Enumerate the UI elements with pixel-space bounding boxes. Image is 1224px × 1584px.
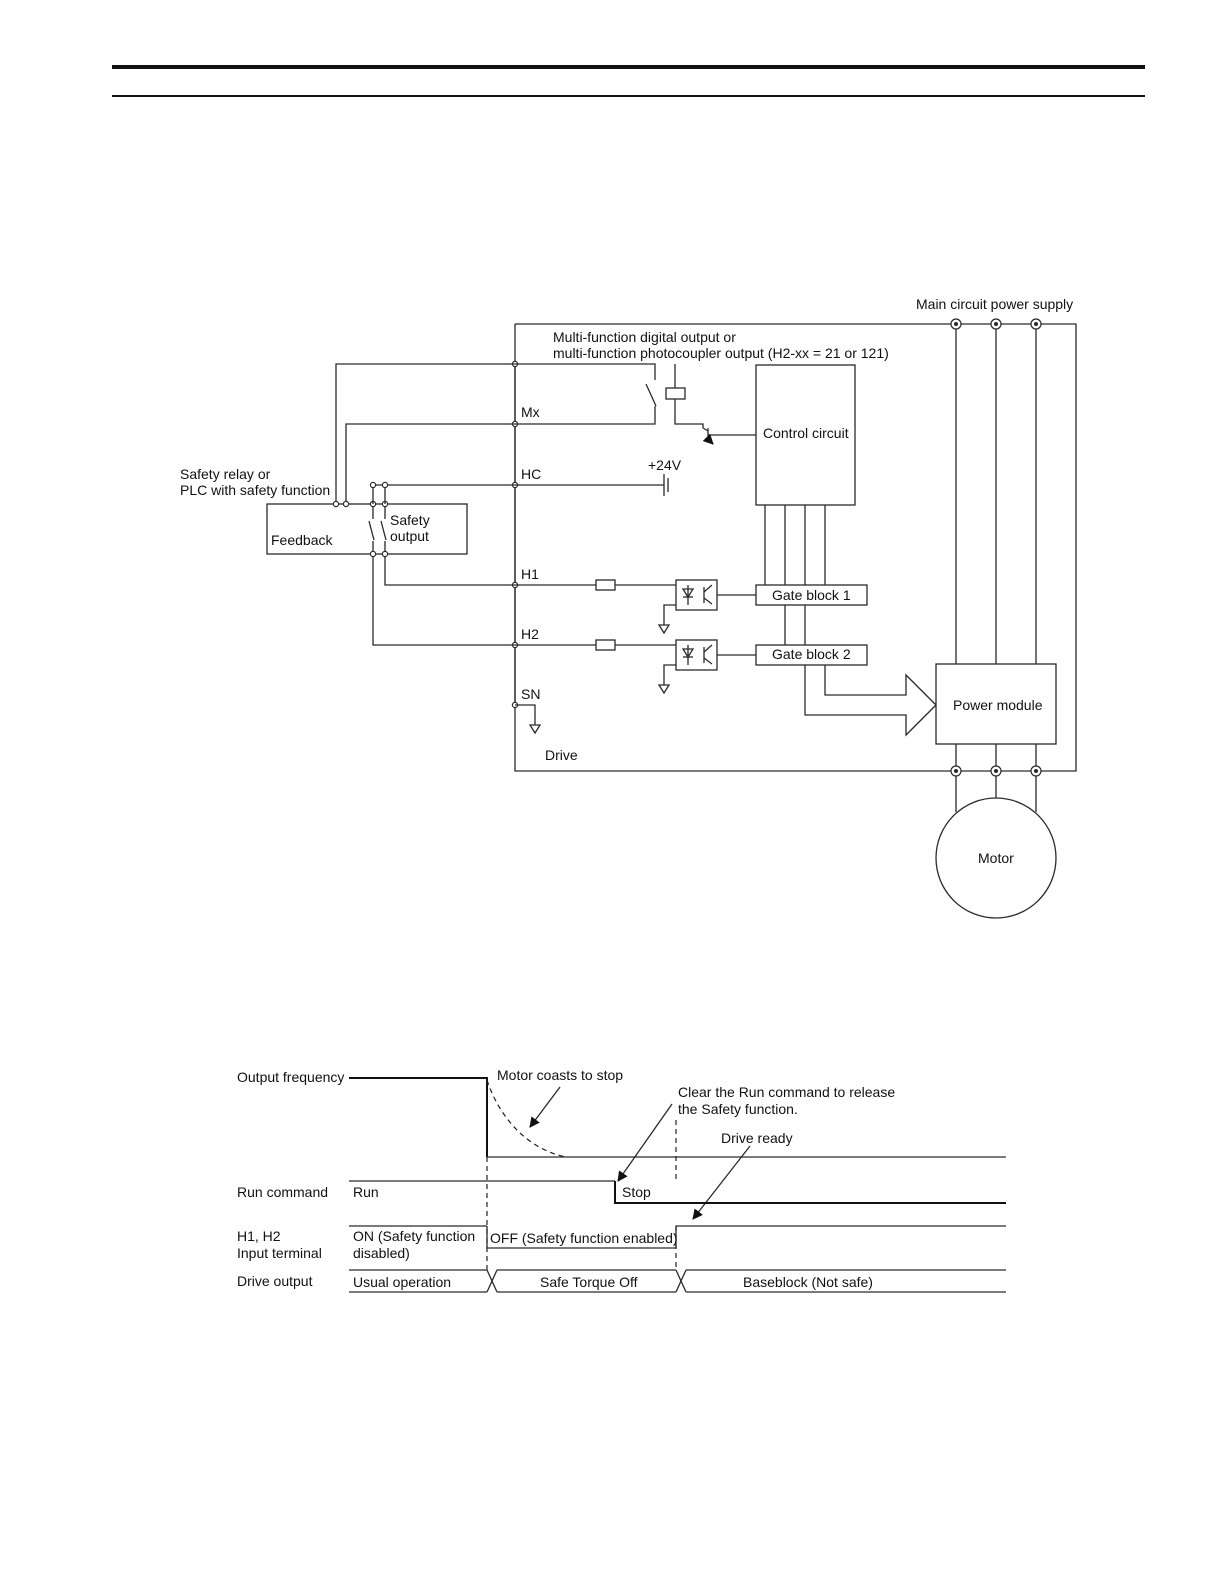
timing-diagram: Output frequency Motor coasts to stop Cl… [237, 1067, 1006, 1293]
clear-run-line2: the Safety function. [678, 1101, 798, 1117]
off-label: OFF (Safety function enabled) [490, 1230, 678, 1246]
mx-label: Mx [521, 404, 540, 420]
clear-run-line1: Clear the Run command to release [678, 1084, 895, 1100]
sn-label: SN [521, 686, 540, 702]
power-module-box [935, 663, 1057, 745]
drive-label: Drive [545, 747, 578, 763]
relay-contact [645, 383, 657, 407]
output-frequency-label: Output frequency [237, 1069, 344, 1085]
safety-relay-line2: PLC with safety function [180, 482, 330, 498]
supply-terminals [950, 318, 1042, 330]
h2-optocoupler [675, 639, 718, 671]
on-line2: disabled) [353, 1245, 410, 1261]
control-circuit-box [755, 364, 856, 506]
gate-block-1-box [755, 584, 868, 606]
safety-relay-line1: Safety relay or [180, 466, 271, 482]
h2-resistor [595, 639, 616, 651]
wiring-diagram: Main circuit power supply Multi-function… [180, 296, 1077, 919]
safety-contact-1 [368, 520, 375, 541]
relay-coil [665, 387, 686, 400]
run-command-trace [614, 1181, 1006, 1204]
power-module-label: Power module [953, 697, 1043, 713]
motor-circle [935, 797, 1057, 919]
motor-coasts-label: Motor coasts to stop [497, 1067, 623, 1083]
safety-contact-2 [380, 520, 387, 541]
h1h2-line1: H1, H2 [237, 1228, 281, 1244]
h1-resistor [595, 579, 616, 591]
gate-block-1-label: Gate block 1 [772, 587, 851, 603]
h1-label: H1 [521, 566, 539, 582]
mfo-label-line1: Multi-function digital output or [553, 329, 736, 345]
h2-label: H2 [521, 626, 539, 642]
h1-optocoupler [675, 579, 718, 611]
usual-label: Usual operation [353, 1274, 451, 1290]
coast-curve [486, 1079, 567, 1158]
v24-label: +24V [648, 457, 682, 473]
safety-output-line1: Safety [390, 512, 430, 528]
hc-label: HC [521, 466, 541, 482]
drive-ready-label: Drive ready [721, 1130, 793, 1146]
on-line1: ON (Safety function [353, 1228, 475, 1244]
main-supply-label: Main circuit power supply [916, 296, 1073, 312]
gate-block-2-box [755, 644, 868, 666]
safety-relay-box [266, 503, 468, 555]
baseblock-label: Baseblock (Not safe) [743, 1274, 873, 1290]
stop-label: Stop [622, 1184, 651, 1200]
control-circuit-label: Control circuit [763, 425, 849, 441]
feedback-label: Feedback [271, 532, 333, 548]
safety-output-line2: output [390, 528, 429, 544]
mfo-label-line2: multi-function photocoupler output (H2-x… [553, 345, 889, 361]
run-label: Run [353, 1184, 379, 1200]
drive-output-label: Drive output [237, 1273, 313, 1289]
output-frequency-trace [349, 1077, 488, 1157]
motor-label: Motor [978, 850, 1014, 866]
gate-block-2-label: Gate block 2 [772, 646, 851, 662]
sto-label: Safe Torque Off [540, 1274, 638, 1290]
run-command-label: Run command [237, 1184, 328, 1200]
h1h2-line2: Input terminal [237, 1245, 322, 1261]
